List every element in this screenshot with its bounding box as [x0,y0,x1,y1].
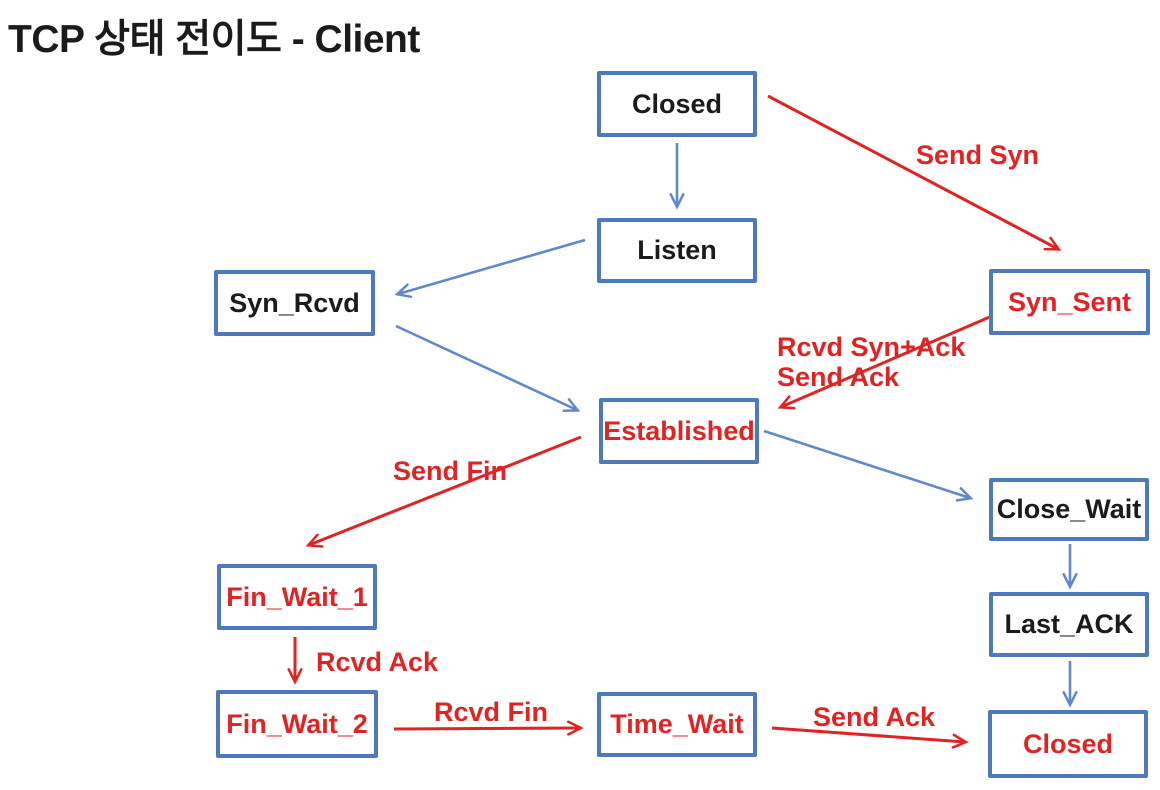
state-box-syn-sent: Syn_Sent [989,269,1150,335]
state-box-last-ack: Last_ACK [989,592,1149,657]
edge-label-line1: Rcvd Syn+Ack [777,332,966,362]
diagram-title: TCP 상태 전이도 - Client [8,18,420,61]
edge-label-rcvd-fin: Rcvd Fin [434,697,549,727]
edge-label-rcvd-synack-send-ack: Rcvd Syn+Ack Send Ack [777,332,965,392]
edge-time-wait-to-closed [771,726,965,742]
state-box-close-wait: Close_Wait [989,478,1149,541]
state-box-closed-top: Closed [597,71,757,137]
edge-established-to-close-wait [763,429,970,498]
edge-label-send-syn: Send Syn [916,140,1040,170]
edge-label-line2: Send Ack [777,362,900,393]
edge-closed-to-syn-sent [767,94,1058,249]
state-box-time-wait: Time_Wait [597,692,757,757]
edge-label-send-ack: Send Ack [813,702,936,732]
edge-label-send-fin: Send Fin [393,456,507,486]
state-box-fin-wait-1: Fin_Wait_1 [217,564,377,630]
state-box-fin-wait-2: Fin_Wait_2 [216,690,378,758]
edge-established-to-fin-wait-1 [309,435,582,545]
edge-syn-sent-to-established [781,314,993,407]
edge-listen-to-syn-rcvd [398,238,586,294]
state-box-listen: Listen [597,218,757,283]
edge-fin-wait-2-to-time-wait [393,728,580,729]
edge-label-rcvd-ack: Rcvd Ack [316,647,439,677]
edge-syn-rcvd-to-established [395,324,577,410]
state-box-established: Established [599,398,759,464]
state-box-syn-rcvd: Syn_Rcvd [214,270,375,336]
state-box-closed-bottom: Closed [988,710,1148,778]
